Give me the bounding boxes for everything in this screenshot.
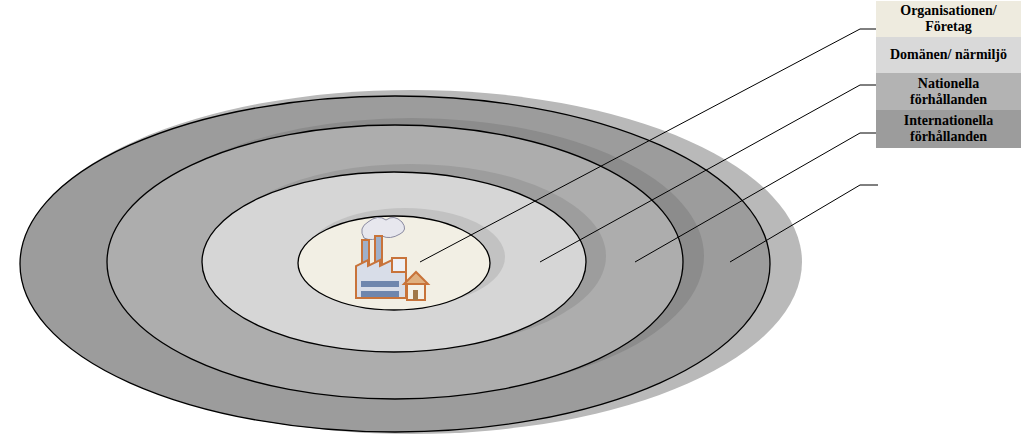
organisation-core <box>298 216 490 310</box>
leader-line <box>420 29 878 262</box>
ring-label: Nationella förhållanden <box>880 76 1017 108</box>
ring-label: Organisationen/ Företag <box>880 3 1017 35</box>
label-box: Nationella förhållanden <box>876 73 1021 110</box>
label-box: Domänen/ närmiljö <box>876 37 1021 73</box>
ring-label: Internationella förhållanden <box>880 113 1017 145</box>
domain-ring <box>202 172 586 352</box>
label-box: Organisationen/ Företag <box>876 1 1021 37</box>
ring-label: Domänen/ närmiljö <box>890 47 1007 63</box>
leader-line <box>730 185 878 262</box>
factory-icon <box>356 217 428 300</box>
leader-line <box>540 85 878 262</box>
leader-line <box>635 133 878 262</box>
international-ring <box>20 96 770 432</box>
label-box: Internationella förhållanden <box>876 110 1021 148</box>
national-ring <box>107 125 683 399</box>
leader-lines <box>420 29 878 262</box>
